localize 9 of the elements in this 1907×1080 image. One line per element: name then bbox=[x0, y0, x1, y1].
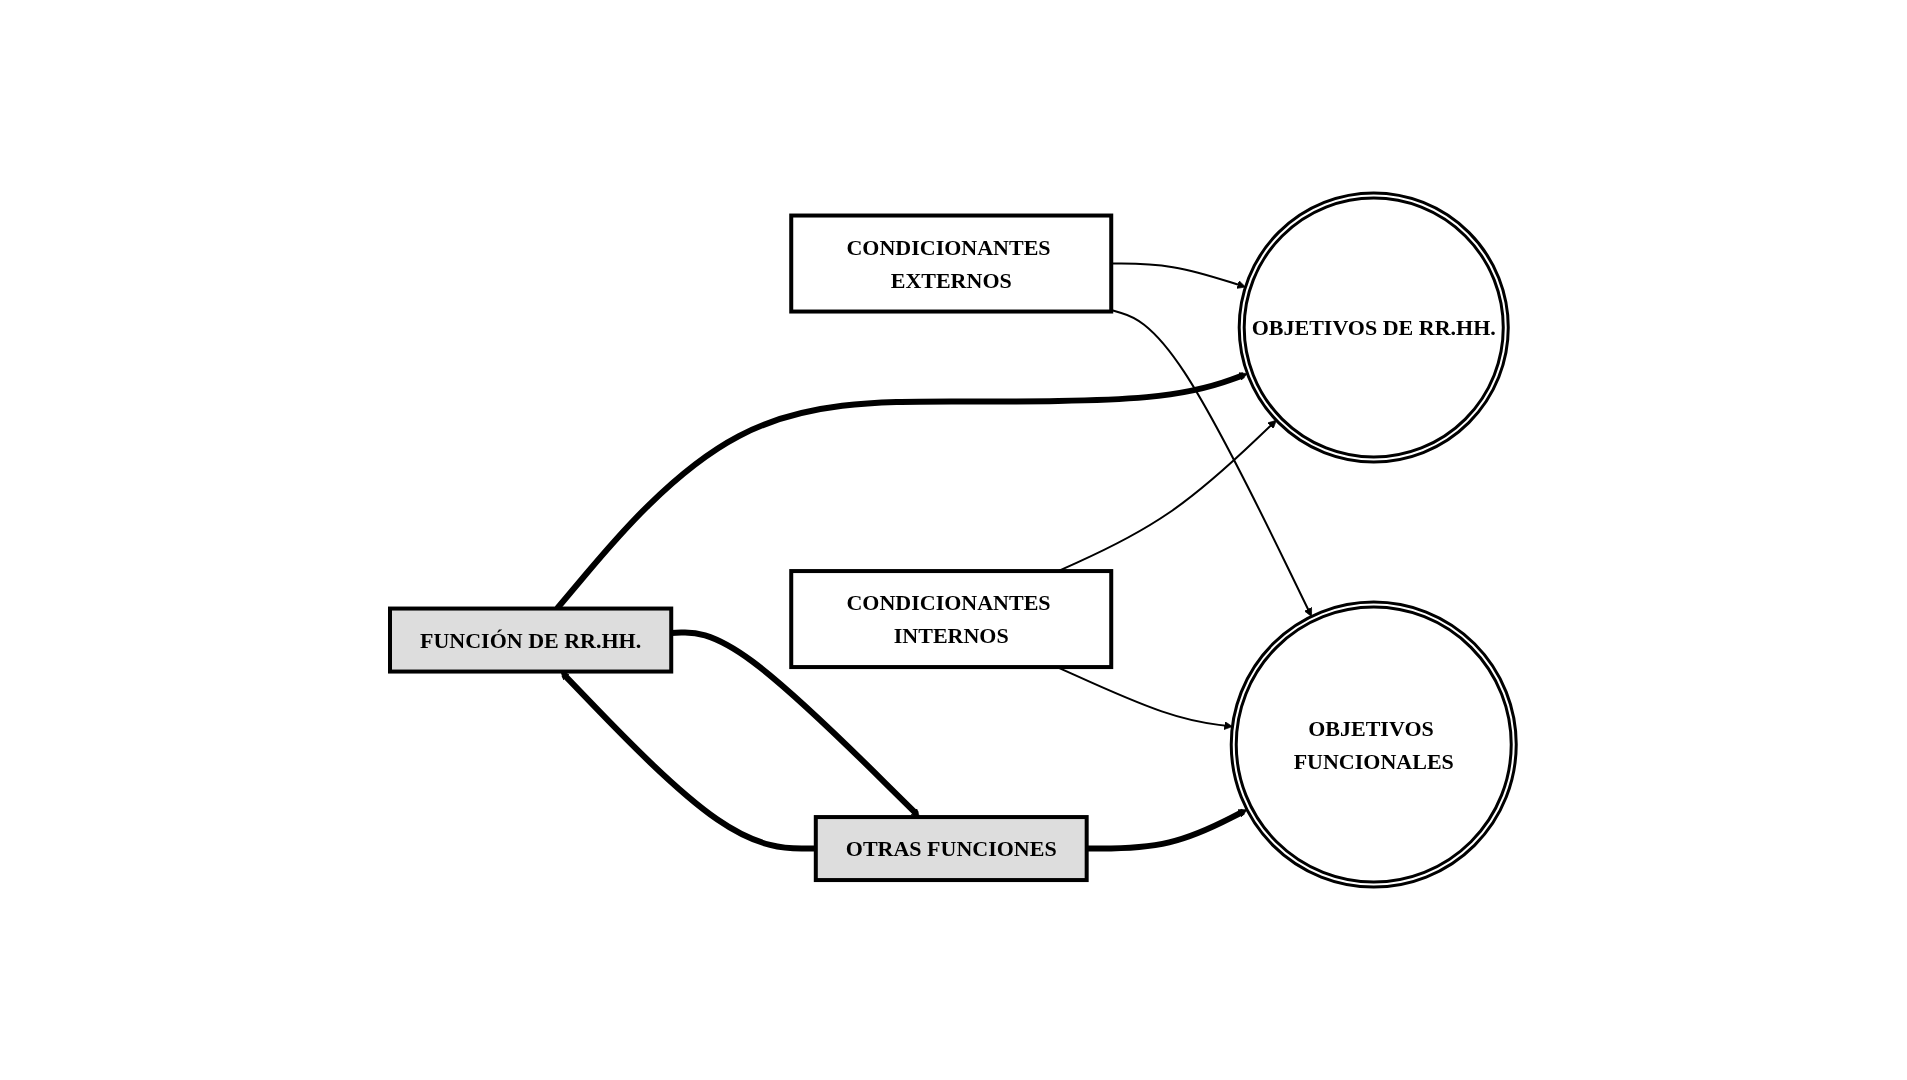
node-box: CONDICIONANTES INTERNOS bbox=[789, 569, 1114, 670]
node-circle: OBJETIVOS FUNCIONALES bbox=[1230, 600, 1519, 889]
node-box: FUNCIÓN DE RR.HH. bbox=[388, 606, 674, 674]
node-box: CONDICIONANTES EXTERNOS bbox=[789, 213, 1114, 314]
arrow bbox=[1110, 309, 1313, 617]
node-box: OTRAS FUNCIONES bbox=[814, 815, 1090, 883]
arrow bbox=[1087, 808, 1248, 852]
arrow bbox=[671, 629, 921, 818]
node-circle: OBJETIVOS DE RR.HH. bbox=[1238, 191, 1511, 464]
